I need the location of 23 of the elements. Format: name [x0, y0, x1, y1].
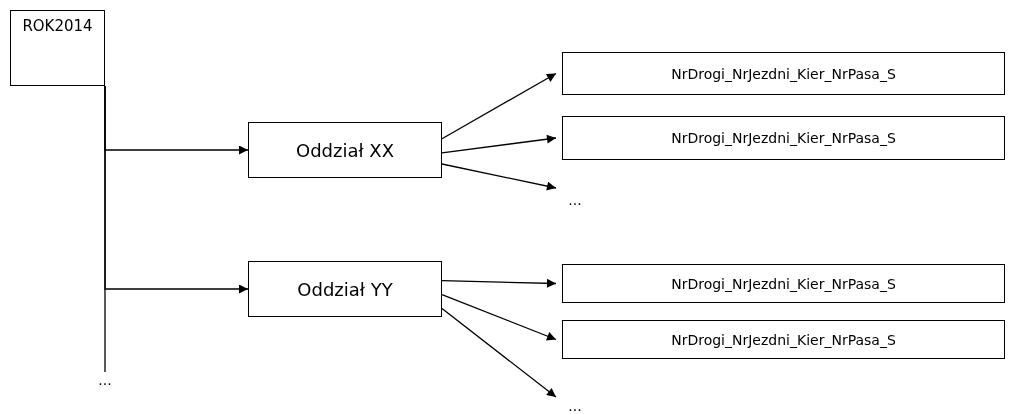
- ellipsis-text: ...: [98, 372, 112, 388]
- arrow: [441, 163, 557, 191]
- arrow: [441, 72, 557, 140]
- arrow: [441, 307, 557, 398]
- node-box: [248, 261, 442, 317]
- arrow: [441, 134, 557, 154]
- node-box: [562, 52, 1005, 95]
- node-label: NrDrogi_NrJezdni_Kier_NrPasa_S: [671, 65, 896, 82]
- node-label: ROK2014: [22, 17, 93, 35]
- node-label: Oddział YY: [297, 278, 393, 300]
- node-label: NrDrogi_NrJezdni_Kier_NrPasa_S: [671, 331, 896, 348]
- node-label: Oddział XX: [296, 139, 394, 161]
- node-box: [562, 320, 1005, 359]
- ellipsis-text: ...: [568, 397, 582, 414]
- node-label: NrDrogi_NrJezdni_Kier_NrPasa_S: [671, 130, 896, 146]
- arrow: [441, 278, 557, 288]
- ellipsis-text: ...: [568, 192, 582, 208]
- node-box: [562, 264, 1005, 303]
- node-box: [562, 116, 1005, 160]
- arrow: [441, 293, 557, 341]
- node-box: [248, 122, 442, 178]
- node-box: [10, 10, 105, 86]
- node-label: NrDrogi_NrJezdni_Kier_NrPasa_S: [671, 275, 896, 292]
